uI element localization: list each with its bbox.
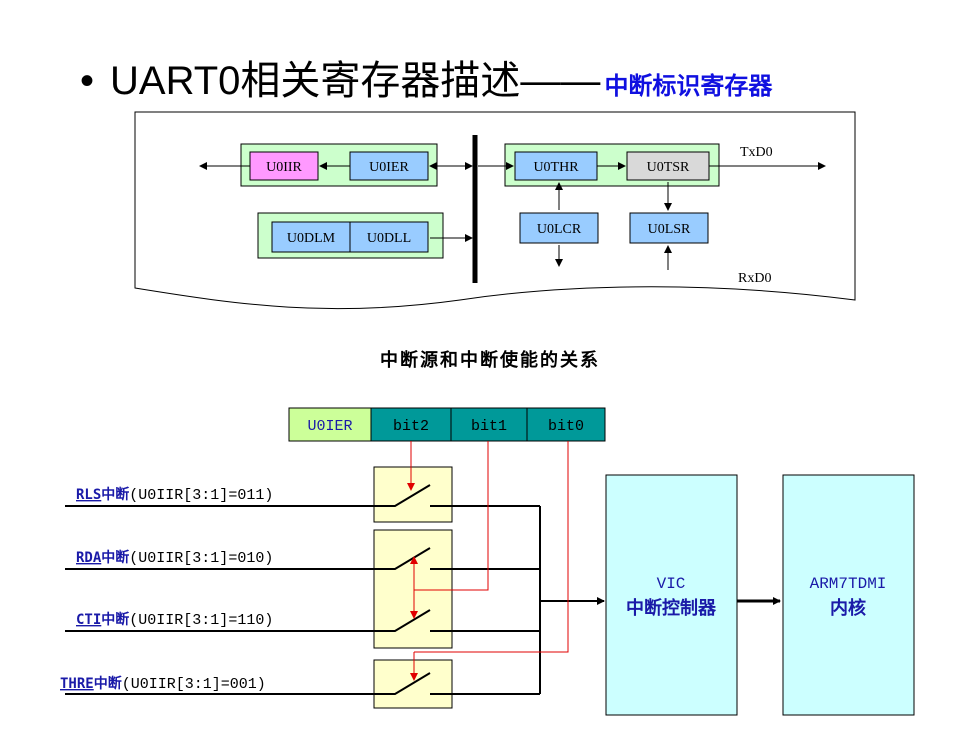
cti-line bbox=[65, 609, 540, 632]
rls-code: (U0IIR[3:1]=011) bbox=[129, 487, 273, 504]
rls-name: RLS bbox=[76, 487, 101, 503]
core-label-cn: 内核 bbox=[830, 597, 866, 619]
thre-interrupt-label: THRE中断(U0IIR[3:1]=001) bbox=[60, 675, 266, 693]
u0iir-box bbox=[249, 151, 319, 181]
ier-bit0-label: bit0 bbox=[548, 418, 584, 435]
vic-label-en: VIC bbox=[657, 575, 686, 593]
cti-interrupt-label: CTI中断(U0IIR[3:1]=110) bbox=[76, 611, 273, 629]
ier-bit1-cell bbox=[450, 407, 528, 442]
u0ier-box bbox=[349, 151, 429, 181]
cti-cn: 中断 bbox=[101, 611, 129, 628]
thre-cn: 中断 bbox=[94, 675, 122, 692]
u0lsr-box bbox=[629, 212, 709, 244]
ier-label: U0IER bbox=[307, 418, 352, 435]
u0tsr-label: U0TSR bbox=[647, 160, 690, 175]
thre-line bbox=[65, 672, 540, 695]
ier-bit2-label: bit2 bbox=[393, 418, 429, 435]
register-diagram: U0IIR U0IER U0DLM U0DLL U0THR U0TSR TxD0… bbox=[134, 111, 856, 310]
cti-name: CTI bbox=[76, 612, 101, 628]
rda-line bbox=[65, 547, 540, 570]
title-main: UART0相关寄存器描述—— bbox=[110, 59, 601, 103]
core-label-en: ARM7TDMI bbox=[810, 575, 887, 593]
enable-lines bbox=[407, 441, 569, 681]
thre-code: (U0IIR[3:1]=001) bbox=[122, 676, 266, 693]
slide-title: • UART0相关寄存器描述—— 中断标识寄存器 bbox=[80, 48, 772, 108]
rda-cti-switch-box bbox=[373, 529, 453, 649]
rls-line bbox=[65, 484, 540, 507]
u0dll-box bbox=[349, 221, 429, 253]
txd0-label: TxD0 bbox=[740, 145, 773, 160]
rls-cn: 中断 bbox=[101, 486, 129, 503]
thre-switch-box bbox=[373, 659, 453, 709]
vic-label-cn: 中断控制器 bbox=[626, 597, 717, 619]
u0lcr-box bbox=[519, 212, 599, 244]
u0thr-label: U0THR bbox=[533, 160, 579, 175]
u0dll-label: U0DLL bbox=[367, 231, 411, 246]
diagram-caption: 中断源和中断使能的关系 bbox=[380, 350, 600, 371]
ier-bit1-label: bit1 bbox=[471, 418, 507, 435]
rxd0-label: RxD0 bbox=[738, 271, 771, 286]
cti-code: (U0IIR[3:1]=110) bbox=[129, 612, 273, 629]
u0lcr-label: U0LCR bbox=[537, 222, 582, 237]
u0lsr-label: U0LSR bbox=[648, 222, 691, 237]
ier-label-cell bbox=[288, 407, 372, 442]
thre-name: THRE bbox=[60, 676, 94, 692]
rda-name: RDA bbox=[76, 550, 102, 566]
interrupt-diagram: U0IER bit2 bit1 bit0 bbox=[60, 407, 915, 716]
rda-code: (U0IIR[3:1]=010) bbox=[129, 550, 273, 567]
u0dlm-box bbox=[271, 221, 351, 253]
u0tsr-box bbox=[626, 151, 710, 181]
ier-bit2-cell bbox=[370, 407, 452, 442]
u0iir-label: U0IIR bbox=[266, 160, 302, 175]
rda-interrupt-label: RDA中断(U0IIR[3:1]=010) bbox=[76, 549, 273, 567]
vic-box bbox=[605, 474, 738, 716]
rls-interrupt-label: RLS中断(U0IIR[3:1]=011) bbox=[76, 486, 273, 504]
rda-cn: 中断 bbox=[101, 549, 129, 566]
core-box bbox=[782, 474, 915, 716]
bullet: • bbox=[80, 59, 95, 103]
ier-bit0-cell bbox=[526, 407, 606, 442]
u0ier-label: U0IER bbox=[369, 160, 409, 175]
title-subtitle: 中断标识寄存器 bbox=[604, 72, 773, 100]
u0thr-box bbox=[514, 151, 598, 181]
u0dlm-label: U0DLM bbox=[287, 231, 336, 246]
